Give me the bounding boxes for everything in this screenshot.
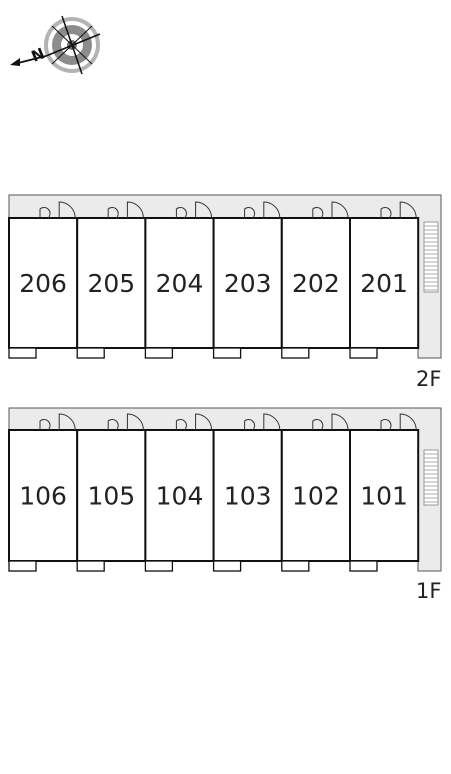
meter-icon [312, 207, 324, 219]
balcony-box [8, 347, 37, 359]
meter-icon [380, 419, 392, 431]
compass-rose-icon: N [10, 15, 101, 75]
unit-number: 105 [87, 482, 135, 511]
floor-label: 1F [416, 579, 441, 603]
stairs [423, 449, 439, 506]
balcony-box [212, 347, 242, 359]
unit-number: 106 [19, 482, 67, 511]
balcony-box [281, 560, 310, 572]
balcony-box [281, 347, 310, 359]
floor-label: 2F [416, 367, 441, 391]
unit-number: 101 [360, 482, 408, 511]
unit-106: 106 [8, 413, 79, 572]
door-icon [195, 201, 213, 219]
meter-icon [107, 419, 119, 431]
unit-number: 204 [156, 269, 204, 298]
door-icon [58, 201, 76, 219]
door-icon [195, 413, 213, 431]
meter-icon [175, 419, 187, 431]
unit-205: 205 [76, 201, 147, 359]
door-icon [263, 413, 281, 431]
meter-icon [244, 207, 256, 219]
unit-102: 102 [280, 413, 351, 572]
unit-number: 203 [224, 269, 272, 298]
unit-206: 206 [8, 201, 79, 359]
unit-number: 202 [292, 269, 340, 298]
unit-105: 105 [76, 413, 147, 572]
unit-103: 103 [212, 413, 283, 572]
meter-icon [244, 419, 256, 431]
meter-icon [312, 419, 324, 431]
unit-number: 102 [292, 482, 340, 511]
door-icon [399, 413, 417, 431]
balcony-box [144, 347, 174, 359]
door-icon [331, 413, 349, 431]
door-icon [399, 201, 417, 219]
stairs [423, 221, 439, 293]
door-icon [126, 201, 144, 219]
balcony-box [349, 347, 378, 359]
unit-204: 204 [144, 201, 215, 359]
balcony-box [76, 347, 105, 359]
door-icon [58, 413, 76, 431]
meter-icon [107, 207, 119, 219]
door-icon [331, 201, 349, 219]
compass-north-letter: N [29, 44, 47, 65]
unit-number: 205 [87, 269, 135, 298]
meter-icon [380, 207, 392, 219]
unit-202: 202 [280, 201, 351, 359]
floor-1f-plan: 106 105 104 103 102 101 1F [8, 407, 442, 603]
balcony-box [144, 560, 174, 572]
unit-number: 104 [156, 482, 204, 511]
balcony-box [76, 560, 105, 572]
unit-104: 104 [144, 413, 215, 572]
door-icon [263, 201, 281, 219]
balcony-box [349, 560, 378, 572]
floor-2f-plan: 206 205 204 203 202 201 2F [8, 194, 442, 391]
unit-203: 203 [212, 201, 283, 359]
unit-number: 206 [19, 269, 67, 298]
meter-icon [175, 207, 187, 219]
meter-icon [39, 207, 51, 219]
unit-number: 201 [360, 269, 408, 298]
balcony-box [212, 560, 242, 572]
unit-number: 103 [224, 482, 272, 511]
meter-icon [39, 419, 51, 431]
balcony-box [8, 560, 37, 572]
unit-101: 101 [349, 413, 420, 572]
door-icon [126, 413, 144, 431]
unit-201: 201 [349, 201, 420, 359]
